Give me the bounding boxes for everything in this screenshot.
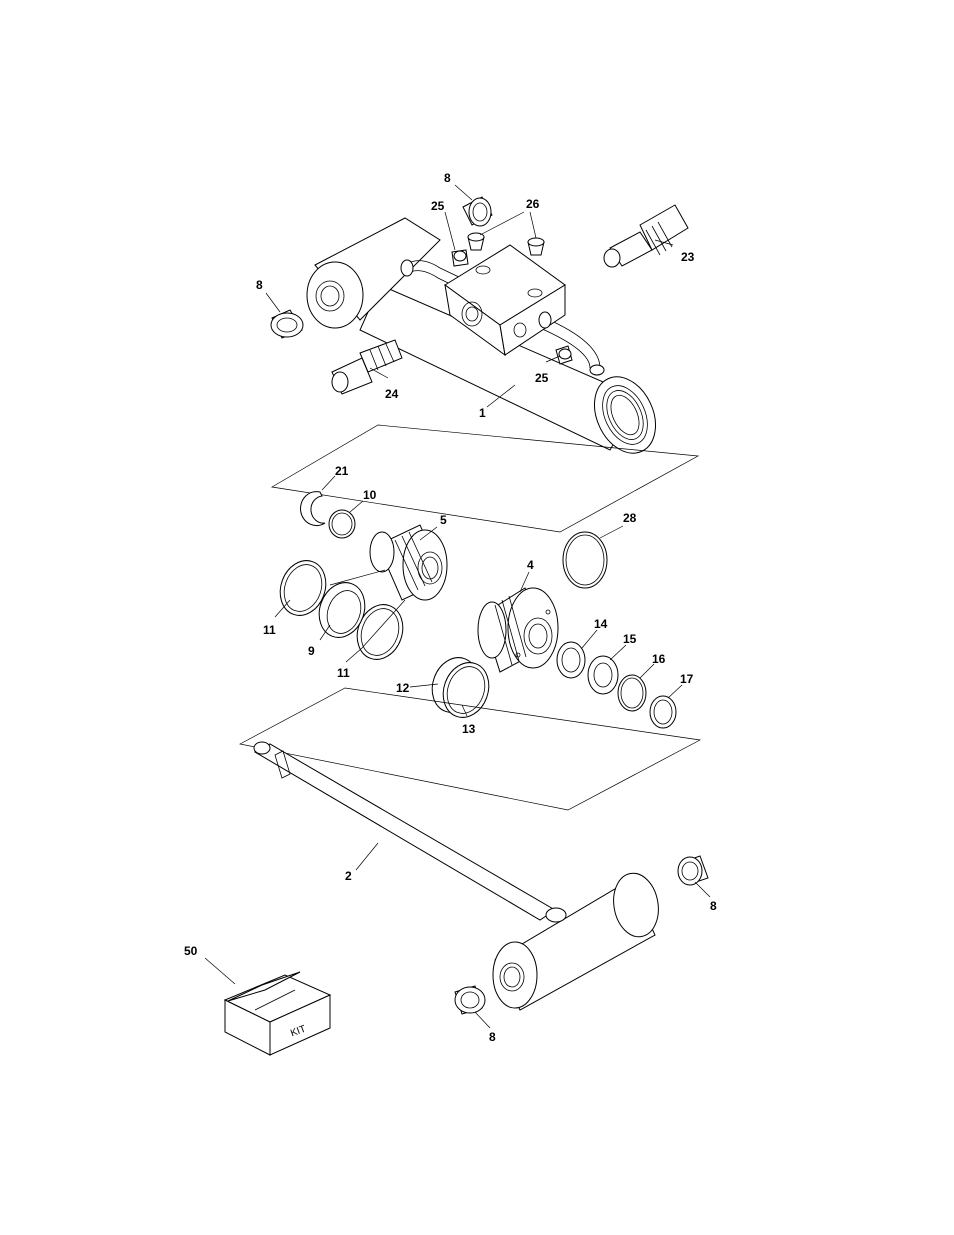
callout-26: 26 (526, 197, 540, 211)
kit-label: KIT (289, 1024, 307, 1040)
leader-lines (204, 184, 711, 1029)
callout-8-left: 8 (256, 278, 263, 292)
ring-part-17 (649, 695, 677, 729)
callout-25-top: 25 (431, 199, 445, 213)
callout-13: 13 (462, 722, 476, 736)
callout-14: 14 (594, 617, 608, 631)
piston-part-4 (477, 587, 559, 673)
seal-part-13 (442, 662, 490, 718)
callout-2: 2 (345, 869, 352, 883)
callout-15: 15 (623, 632, 637, 646)
callout-23: 23 (681, 250, 695, 264)
callout-21: 21 (335, 464, 349, 478)
seal-part-11-lower (356, 604, 404, 660)
gland-part-5 (369, 524, 448, 601)
callout-9: 9 (308, 644, 315, 658)
callout-11-left: 11 (263, 623, 276, 637)
kit-box-part-50: KIT (223, 971, 332, 1056)
retaining-ring-part-21 (300, 491, 326, 527)
callout-16: 16 (652, 652, 666, 666)
bushing-part-8-left (270, 309, 304, 339)
callout-4: 4 (527, 558, 534, 572)
valve-cartridge-part-23 (603, 204, 689, 268)
o-ring-part-28 (562, 531, 608, 589)
bushing-part-8-right (677, 855, 709, 886)
ring-part-10 (328, 509, 356, 539)
callout-8-bottom: 8 (489, 1030, 496, 1044)
callout-5: 5 (440, 513, 447, 527)
ring-part-16 (617, 674, 647, 712)
callout-8-top: 8 (444, 171, 451, 185)
callout-50: 50 (184, 944, 198, 958)
nut-part-15 (587, 655, 619, 695)
bushing-part-8-top (462, 196, 493, 227)
callout-8-right: 8 (710, 899, 717, 913)
group-outline-lower (238, 687, 702, 811)
callout-17: 17 (680, 672, 694, 686)
rod-part-2 (253, 741, 659, 1011)
callout-11-bottom: 11 (337, 666, 350, 680)
callout-25-bottom: 25 (535, 371, 549, 385)
valve-cartridge-part-24 (331, 339, 403, 395)
callout-28: 28 (623, 511, 637, 525)
callout-12: 12 (396, 681, 410, 695)
callout-24: 24 (385, 387, 399, 401)
cylinder-barrel-part-1 (306, 217, 656, 454)
callout-10: 10 (363, 488, 377, 502)
ring-part-14 (556, 641, 586, 679)
callout-labels: 8 25 26 23 8 24 25 1 21 10 5 28 4 11 9 1… (184, 171, 717, 1044)
fitting-part-25 (451, 249, 573, 365)
callout-1: 1 (479, 406, 486, 420)
bushing-part-8-bottom (454, 985, 486, 1015)
group-outline-upper (270, 424, 700, 533)
seal-part-11-upper (279, 560, 327, 616)
wiper-part-9 (318, 582, 366, 638)
